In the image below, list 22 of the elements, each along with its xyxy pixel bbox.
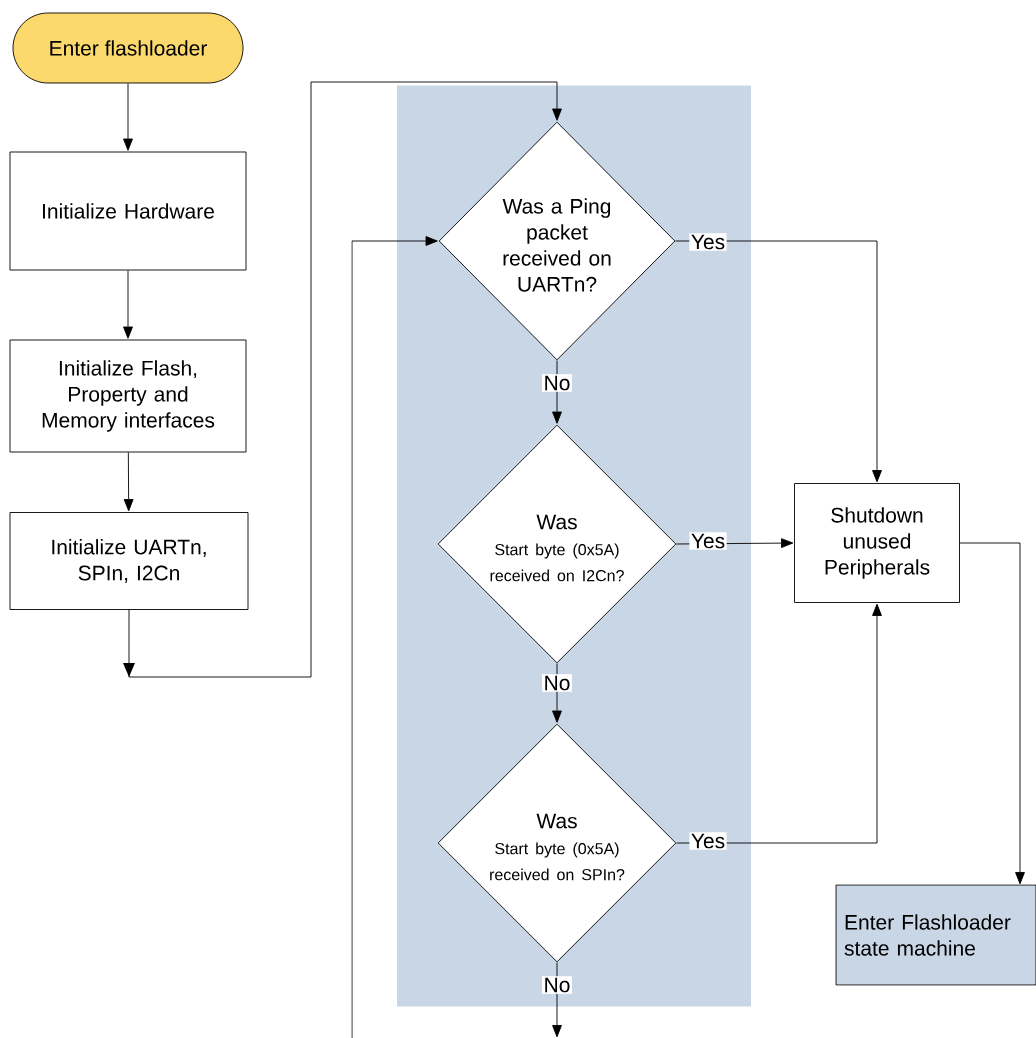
arrow (959, 542, 1025, 885)
arrow (351, 236, 438, 1038)
arrow (552, 360, 562, 424)
process-box: Initialize Flash, Property and Memory interfaces (9, 339, 247, 453)
edge-label: No (542, 976, 572, 994)
start-terminal: Enter flashloader (12, 12, 244, 84)
edge-label: No (542, 674, 572, 692)
arrow (123, 81, 562, 678)
arrow (123, 452, 134, 512)
process-box: Initialize Hardware (9, 151, 247, 271)
edge-label: No (542, 374, 572, 392)
arrow (676, 603, 882, 844)
edge-label: Yes (689, 532, 727, 550)
edge-label: Yes (689, 832, 727, 850)
arrow (552, 663, 562, 723)
arrow (123, 83, 133, 151)
process-box: Shutdown unused Peripherals (794, 483, 960, 603)
process-box: Enter Flashloader state machine (835, 884, 1036, 986)
arrow (675, 240, 882, 483)
edge-label: Yes (689, 233, 727, 251)
process-box: Initialize UARTn, SPIn, I2Cn (9, 512, 249, 610)
arrow (123, 270, 133, 339)
